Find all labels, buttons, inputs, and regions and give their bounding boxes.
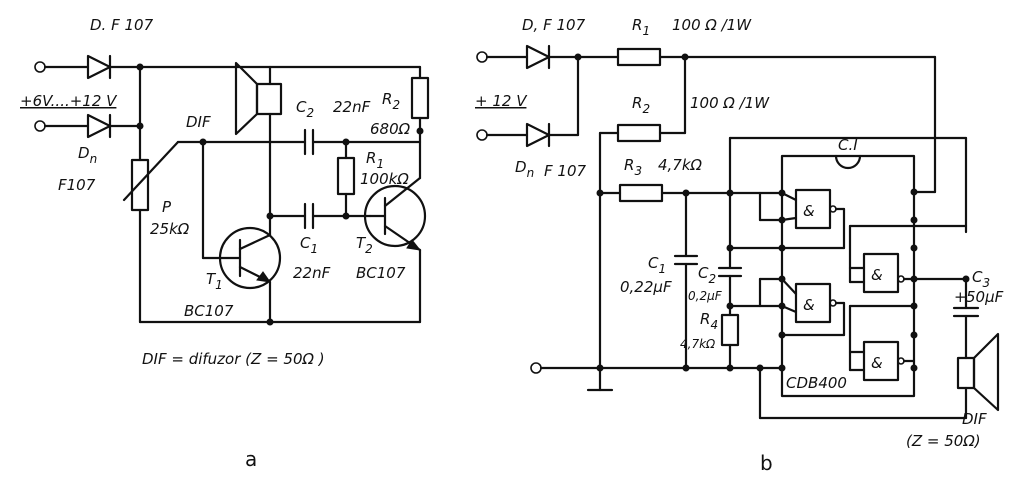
capacitor-c1 <box>673 191 699 370</box>
input-terminal-bottom <box>476 129 488 141</box>
a-supply-label: +6V....+12 V <box>20 92 118 110</box>
input-terminal-bottom <box>34 120 46 132</box>
b-c3-plus: + <box>954 288 967 306</box>
b-r3-label: R3 <box>624 156 642 178</box>
b-c2-value: 0,2μF <box>688 289 723 303</box>
a-dif-label: DIF <box>186 113 211 131</box>
b-r2-value: 100 Ω /1W <box>690 94 770 112</box>
resistor-r1 <box>336 140 356 218</box>
b-dn-label: Dn <box>515 158 534 180</box>
nand-gate-2 <box>848 224 968 294</box>
junction-dot <box>596 364 604 372</box>
gate-4-symbol: & <box>871 354 883 372</box>
transistor-t1 <box>201 140 282 324</box>
b-caption: b <box>760 451 773 475</box>
junction-dot <box>682 364 690 372</box>
diode-d-top <box>485 44 620 70</box>
a-t2-part: BC107 <box>356 264 406 282</box>
b-r4-label: R4 <box>700 310 718 332</box>
b-c3-label: C3 <box>972 268 990 290</box>
a-r2-label: R2 <box>382 90 400 112</box>
junction-dot <box>266 318 274 326</box>
b-r2-label: R2 <box>632 94 650 116</box>
input-terminal-ground <box>530 362 542 374</box>
b-c1-value: 0,22μF <box>620 278 672 296</box>
a-t1-part: BC107 <box>184 302 234 320</box>
input-terminal-top <box>34 61 46 73</box>
input-terminal-top <box>476 51 488 63</box>
b-c1-label: C1 <box>648 254 666 276</box>
resistor-r3 <box>598 183 784 203</box>
junction-dot <box>574 53 582 61</box>
diode-dn <box>43 113 142 139</box>
a-dn-label: Dn <box>78 144 97 166</box>
a-c1-label: C1 <box>300 234 318 256</box>
b-r3-value: 4,7kΩ <box>658 156 703 174</box>
nand-gate-3 <box>758 277 846 337</box>
diode-d-top <box>43 54 422 80</box>
resistor-r4 <box>720 313 740 370</box>
circuit-a <box>34 54 430 326</box>
gate-3-symbol: & <box>803 296 815 314</box>
a-d-top-label: D. F 107 <box>90 16 154 34</box>
speaker-icon <box>956 332 1000 412</box>
junction-dot <box>681 53 689 61</box>
capacitor-c2 <box>303 128 315 156</box>
speaker-icon <box>234 61 283 237</box>
ic-cdb400 <box>780 154 916 398</box>
b-ic-part: CDB400 <box>786 374 847 392</box>
capacitor-c1 <box>303 202 315 230</box>
a-c2-value: 22nF <box>333 98 371 116</box>
b-c3-value: 50μF <box>966 288 1004 306</box>
a-r1-value: 100kΩ <box>360 170 409 188</box>
b-dif-impedance: (Z = 50Ω) <box>906 432 981 450</box>
a-pot-label: P <box>162 198 172 216</box>
capacitor-c2 <box>717 191 743 317</box>
a-pot-value: 25kΩ <box>150 220 190 238</box>
b-ic-label: C.I <box>838 136 858 154</box>
b-dn-part: F 107 <box>544 162 586 180</box>
junction-dot <box>136 63 144 71</box>
potentiometer-p <box>122 140 205 324</box>
b-c2-label: C2 <box>698 264 716 286</box>
resistor-r2 <box>410 65 430 180</box>
gate-1-symbol: & <box>803 202 815 220</box>
a-r2-value: 680Ω <box>370 120 411 138</box>
a-caption: a <box>245 447 257 471</box>
b-supply-label: + 12 V <box>475 92 528 110</box>
b-d-top-label: D, F 107 <box>522 16 586 34</box>
b-r1-label: R1 <box>632 16 650 38</box>
nand-gate-1 <box>758 188 846 250</box>
circuit-b <box>476 44 1000 420</box>
b-r1-value: 100 Ω /1W <box>672 16 752 34</box>
resistor-r2 <box>598 123 687 143</box>
junction-dot <box>342 212 350 220</box>
junction-dot <box>266 212 274 220</box>
a-c2-label: C2 <box>296 98 314 120</box>
resistor-r1 <box>616 47 937 194</box>
a-c1-value: 22nF <box>293 264 331 282</box>
capacitor-c3 <box>952 277 980 360</box>
a-t1-label: T1 <box>206 270 223 292</box>
a-footnote: DIF = difuzor (Z = 50Ω ) <box>142 350 325 368</box>
junction-dot <box>136 122 144 130</box>
junction-dot <box>726 364 734 372</box>
junction-dot <box>962 275 970 283</box>
b-dif-label: DIF <box>962 410 987 428</box>
diode-dn <box>485 122 580 148</box>
transistor-t2 <box>363 176 427 324</box>
a-dn-part: F107 <box>58 176 96 194</box>
a-t2-label: T2 <box>356 234 373 256</box>
a-r1-label: R1 <box>366 149 384 171</box>
gate-2-symbol: & <box>871 266 883 284</box>
nand-gate-4 <box>848 304 916 382</box>
b-r4-value: 4,7kΩ <box>680 337 716 351</box>
